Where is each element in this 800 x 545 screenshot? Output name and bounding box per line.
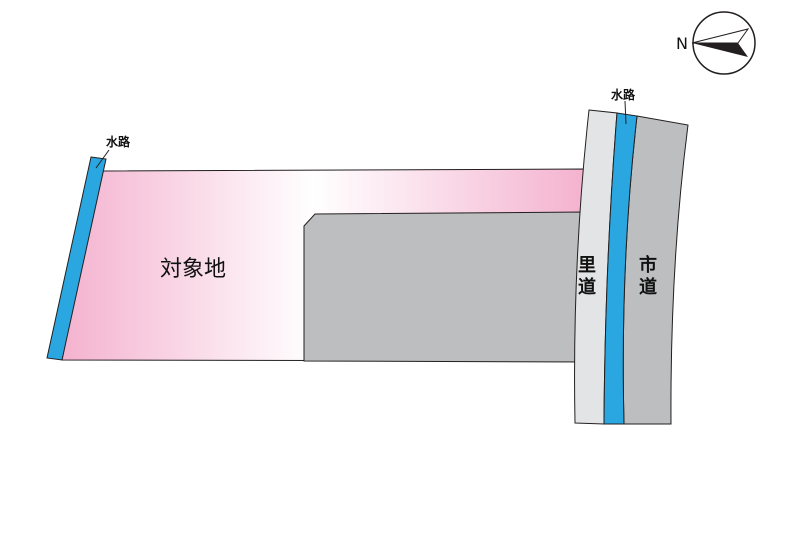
city-road-label-char-2: 道 xyxy=(639,276,657,298)
waterway-left-leader xyxy=(95,149,110,169)
neighbor-lot xyxy=(303,211,587,363)
city-road-label-char-1: 市 xyxy=(639,254,657,276)
waterway-left xyxy=(46,156,107,361)
waterway-right-leader xyxy=(624,100,627,125)
rural-road-label-char-1: 里 xyxy=(578,255,596,276)
parcel-label: 対象地 xyxy=(160,257,226,282)
rural-road-label-char-2: 道 xyxy=(578,276,596,298)
rural-road-label: 里 道 xyxy=(578,255,596,298)
waterway-right xyxy=(603,112,638,425)
north-arrow-icon: N xyxy=(676,11,756,75)
city-road-label: 市 道 xyxy=(639,254,657,298)
waterway-right-label: 水路 xyxy=(611,87,636,102)
north-label: N xyxy=(676,34,688,53)
waterway-left-label: 水路 xyxy=(106,134,131,149)
